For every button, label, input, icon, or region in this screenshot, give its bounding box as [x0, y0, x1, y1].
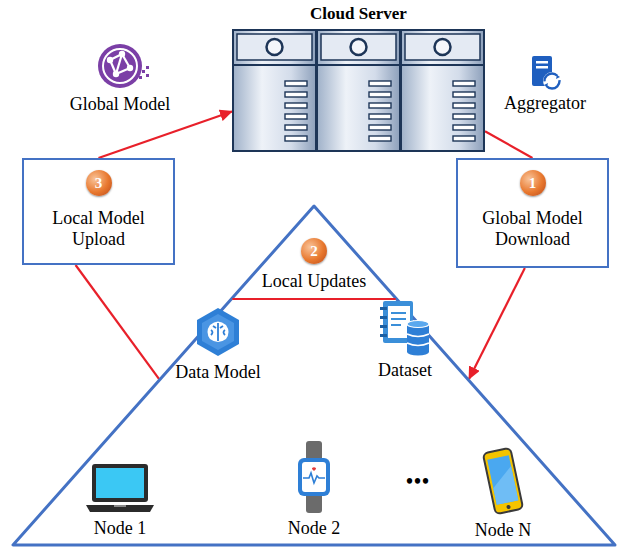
device-label: Node N	[472, 520, 535, 541]
connector-line	[485, 131, 533, 158]
process-box: 3Local Model Upload	[22, 158, 175, 265]
device-label: Dataset	[374, 360, 436, 381]
process-box: 1Global Model Download	[456, 158, 609, 268]
device-node: Node 1	[81, 462, 159, 539]
aggregator-icon	[528, 54, 564, 92]
ellipsis-mark: •••	[406, 470, 430, 493]
connector	[99, 111, 233, 158]
connector-line	[76, 265, 159, 379]
device-label: Data Model	[172, 362, 264, 383]
box-label: Global Model Download	[468, 208, 597, 249]
watch-icon	[295, 440, 333, 514]
model-icon	[193, 306, 243, 358]
server-node: Cloud Server	[232, 2, 485, 154]
connector	[76, 265, 159, 379]
icon-label: Aggregator	[504, 93, 586, 114]
connector-line	[469, 268, 525, 379]
node-title: Cloud Server	[232, 4, 485, 24]
server-rack	[232, 29, 485, 153]
device-node: Dataset	[374, 298, 436, 381]
connector	[469, 268, 525, 379]
laptop-icon	[84, 462, 156, 514]
callout-number: 3	[86, 170, 112, 196]
device-node: Node N	[472, 446, 535, 541]
phone-icon	[480, 446, 526, 516]
callout-number: 1	[520, 170, 546, 196]
device-label: Node 1	[81, 518, 159, 539]
triangle-path	[13, 206, 615, 545]
connector-line	[99, 111, 233, 158]
device-node: Node 2	[285, 440, 344, 539]
icon-label: Global Model	[70, 94, 171, 115]
region-heading: Local Updates	[262, 271, 366, 292]
device-label: Node 2	[285, 518, 344, 539]
region-triangle: 2Local UpdatesData ModelDatasetNode 1Nod…	[10, 203, 618, 548]
connector	[485, 131, 533, 158]
global-model-icon	[96, 40, 152, 92]
data-icon	[377, 298, 433, 356]
box-label: Local Model Upload	[34, 208, 163, 249]
divider-line	[232, 298, 395, 300]
device-node: Data Model	[172, 306, 264, 383]
